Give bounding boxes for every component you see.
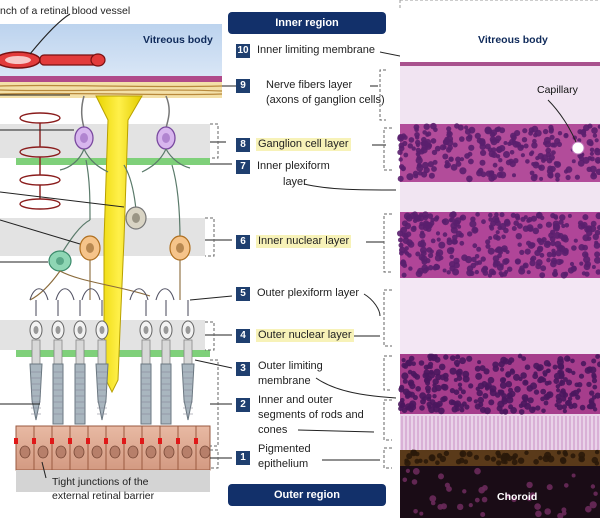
capillary-dot [571,141,585,155]
choroid-schematic [16,470,210,492]
layer-1-number: 1 [236,451,250,465]
micrograph [397,28,600,518]
inner-region-banner: Inner region [228,12,386,34]
layer-1-label: Pigmented [258,443,311,455]
layer-2-number: 2 [236,398,250,412]
inner-limiting-membrane [0,76,222,82]
layer-10-label: Inner limiting membrane [257,44,375,56]
layer-9-label: Nerve fibers layer [266,79,353,91]
vessel-caption: nch of a retinal blood vessel [0,5,131,17]
tight-junctions-line2: external retinal barrier [52,490,155,502]
layer-8-label: Ganglion cell layer [256,138,351,151]
outer-region-banner: Outer region [228,484,386,506]
layer-3-sublabel: membrane [258,375,311,387]
inner-nuclear-cells [48,206,191,272]
layer-4-label: Outer nuclear layer [256,329,354,342]
layer-9-sublabel: (axons of ganglion cells) [266,94,385,106]
layer-2-label: Inner and outer [258,394,333,406]
vitreous-body [0,24,222,76]
layer-4-number: 4 [236,329,250,343]
ganglion-band [0,124,210,158]
photoreceptors [29,300,195,425]
layer-7-number: 7 [236,160,250,174]
tight-junctions-line1: Tight junctions of the [52,476,149,488]
layer-1-sublabel: epithelium [258,458,309,470]
layer-3-label: Outer limiting [258,360,323,372]
layer-10-number: 10 [236,44,250,58]
layer-5-number: 5 [236,287,250,301]
capillary-label: Capillary [537,84,578,96]
ganglion-cells [74,95,176,150]
synaptic-terminals [29,288,175,301]
layer-6-label: Inner nuclear layer [256,235,352,248]
vitreous-label-left: Vitreous body [143,34,213,46]
layer-7-label: Inner plexiform [257,160,330,172]
layer-9-number: 9 [236,79,250,93]
layer-5-label: Outer plexiform layer [257,287,360,299]
muller-cell [95,95,143,394]
layer-8-number: 8 [236,138,250,152]
layer-3-number: 3 [236,362,250,376]
blood-vessel-branch [39,54,99,66]
capillary-rings [19,112,61,210]
choroid-label: Choroid [497,491,538,503]
layer-7-sublabel: layer [283,176,307,188]
vitreous-label-right: Vitreous body [478,34,548,46]
layer-6-number: 6 [236,235,250,249]
layer-2-sublabel-2: cones [258,424,288,436]
layer-2-sublabel: segments of rods and [258,409,364,421]
